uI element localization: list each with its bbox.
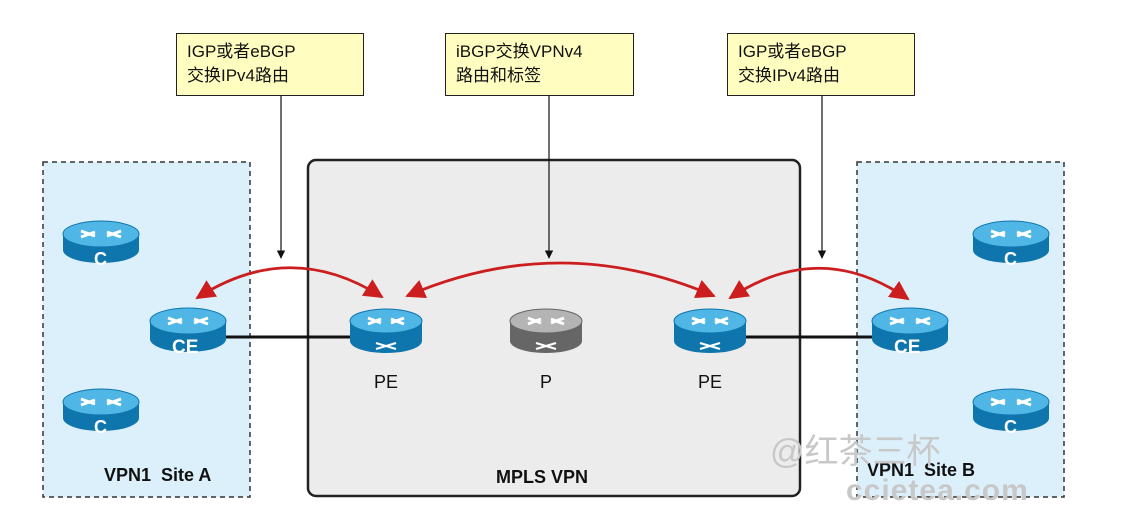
router-pe-right-label: PE: [697, 372, 722, 392]
router-ce-right: [871, 307, 949, 352]
watermark-line1: @红茶三杯: [770, 433, 941, 471]
router-pe-left-label: PE: [373, 372, 398, 392]
router-ce-left: [149, 307, 227, 352]
router-ce-right-label: CE: [894, 337, 921, 358]
site-b-label: VPN1 Site B: [867, 460, 976, 480]
router-ce-left-label: CE: [172, 337, 199, 358]
callout-left-line2: 交换IPv4路由: [187, 66, 290, 85]
callout-right-line2: 交换IPv4路由: [738, 66, 841, 85]
callout-left: IGP或者eBGP 交换IPv4路由: [176, 33, 364, 96]
router-c-right-bottom: [972, 388, 1050, 431]
site-a-label: VPN1 Site A: [104, 465, 212, 485]
watermark-line2: ccietea.com: [846, 474, 1029, 507]
router-c-right-top-label: C: [1004, 249, 1017, 269]
callout-right-line1: IGP或者eBGP: [738, 42, 847, 61]
router-p-label: P: [539, 372, 552, 392]
arrow-pe-ce-right: [728, 266, 910, 301]
callout-left-line1: IGP或者eBGP: [187, 42, 296, 61]
callout-right: IGP或者eBGP 交换IPv4路由: [727, 33, 915, 96]
router-c-left-bottom-label: C: [94, 417, 107, 437]
callout-middle-line2: 路由和标签: [456, 66, 541, 85]
router-pe-right: [673, 308, 747, 353]
callout-middle: iBGP交换VPNv4 路由和标签: [445, 33, 634, 96]
router-p: [509, 308, 583, 353]
callout-middle-line1: iBGP交换VPNv4: [456, 42, 583, 61]
arrow-ce-pe-left: [195, 266, 384, 300]
mpls-vpn-label: MPLS VPN: [496, 467, 589, 487]
router-c-left-bottom: [62, 388, 140, 431]
router-c-right-bottom-label: C: [1004, 417, 1017, 437]
arrow-pe-pe: [405, 261, 716, 299]
router-c-right-top: [972, 220, 1050, 263]
router-c-left-top: [62, 220, 140, 263]
router-c-left-top-label: C: [94, 249, 107, 269]
router-pe-left: [349, 308, 423, 353]
